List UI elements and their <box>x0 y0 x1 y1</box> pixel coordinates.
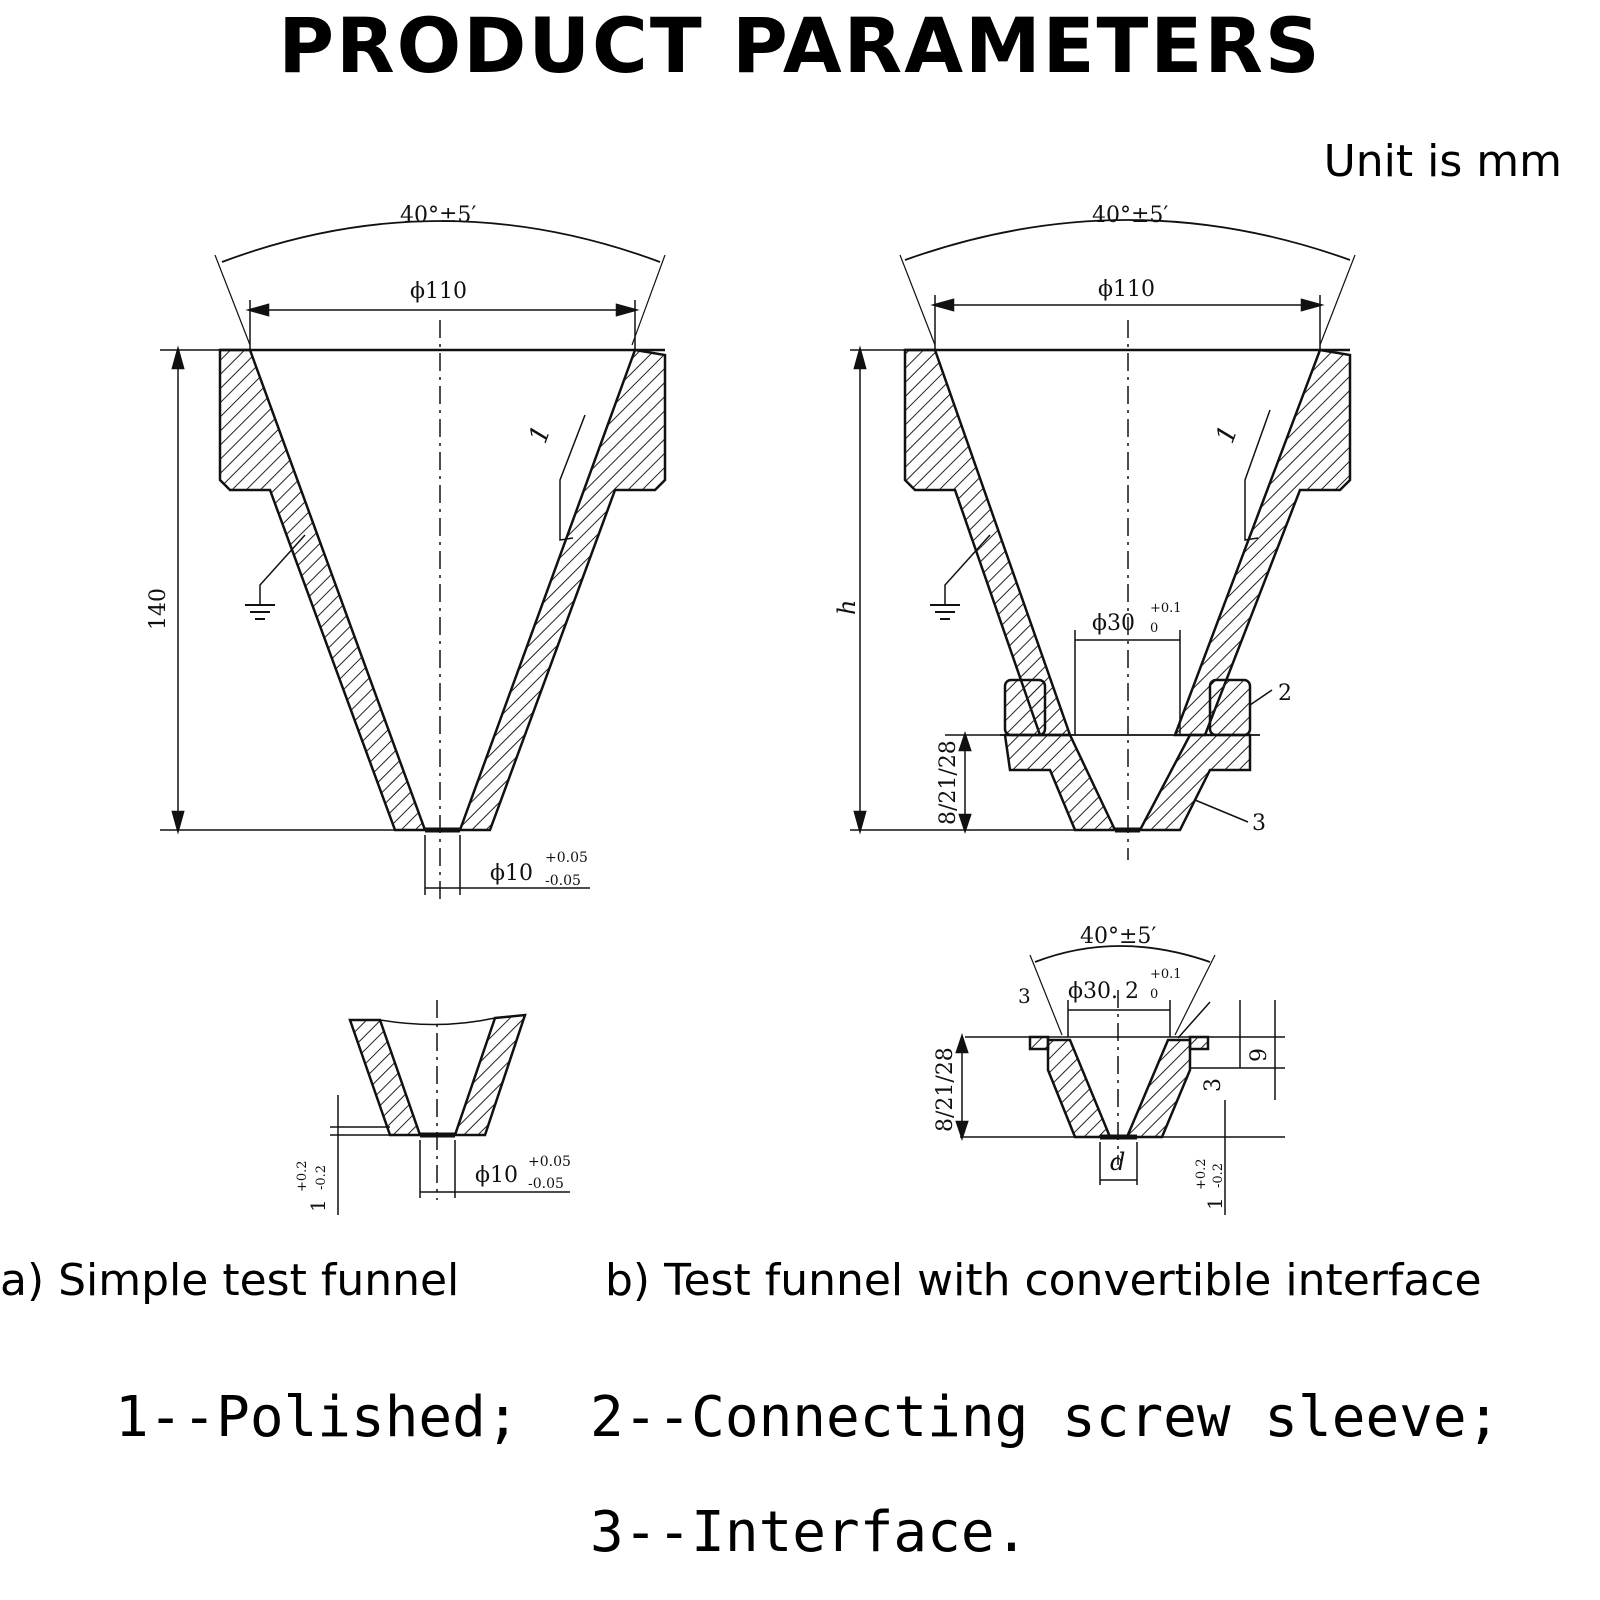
phi30-tol-zero: 0 <box>1150 621 1158 636</box>
lengths-label-b: 8/21/28 <box>936 740 961 825</box>
one-tol-minus-b: -0.2 <box>1211 1163 1226 1188</box>
legend-item-3: 3--Interface. <box>590 1500 1029 1565</box>
phi10-tol-plus-detail: +0.05 <box>528 1154 571 1170</box>
phi10-label-a: ϕ10 <box>490 861 533 886</box>
lengths-label-detail: 8/21/28 <box>933 1047 958 1132</box>
unit-note: Unit is mm <box>1323 136 1562 187</box>
caption-b: b) Test funnel with convertible interfac… <box>605 1255 1482 1306</box>
phi30-tol-plus: +0.1 <box>1150 601 1182 616</box>
legend-item-1: 1--Polished; <box>115 1385 520 1450</box>
one-label-b: 1 <box>1203 1197 1227 1210</box>
phi302-label: ϕ30. 2 <box>1068 979 1139 1004</box>
dim-9-label: 9 <box>1247 1048 1272 1062</box>
d-label: d <box>1110 1148 1125 1176</box>
phi110-label-a: ϕ110 <box>410 279 467 304</box>
height-h-label: h <box>833 600 861 615</box>
phi10-tol-plus-a: +0.05 <box>545 850 588 866</box>
callout-3-b: 3 <box>1252 811 1266 836</box>
legend-item-2: 2--Connecting screw sleeve; <box>590 1385 1501 1450</box>
callout-1-b: 1 <box>1210 422 1244 448</box>
phi302-tol-plus: +0.1 <box>1150 967 1182 982</box>
phi302-tol-zero: 0 <box>1150 987 1158 1002</box>
page-title: PRODUCT PARAMETERS <box>278 1 1322 90</box>
height-140-label: 140 <box>146 588 171 630</box>
phi10-tol-minus-detail: -0.05 <box>528 1176 564 1192</box>
funnel-b-drawing <box>850 219 1356 860</box>
detail-b-drawing <box>955 945 1285 1215</box>
callout-2: 2 <box>1278 681 1292 706</box>
angle-label-detail: 40°±5′ <box>1080 924 1156 949</box>
phi10-label-detail: ϕ10 <box>475 1163 518 1188</box>
one-tol-plus-b: +0.2 <box>1194 1158 1209 1190</box>
phi10-tol-minus-a: -0.05 <box>545 873 581 889</box>
one-tol-plus-a: +0.2 <box>295 1160 310 1192</box>
callout-3-detail: 3 <box>1018 984 1031 1008</box>
phi30-label: ϕ30 <box>1092 611 1135 636</box>
callout-1-a: 1 <box>523 422 557 448</box>
detail-a-drawing <box>330 1000 570 1215</box>
angle-label-b: 40°±5′ <box>1092 203 1168 228</box>
dim-3-label: 3 <box>1201 1078 1226 1092</box>
angle-label-a: 40°±5′ <box>400 203 476 228</box>
one-label-a: 1 <box>306 1199 330 1212</box>
phi110-label-b: ϕ110 <box>1098 277 1155 302</box>
funnel-a-drawing <box>160 220 667 900</box>
caption-a: a) Simple test funnel <box>0 1255 460 1306</box>
one-tol-minus-a: -0.2 <box>314 1165 329 1190</box>
